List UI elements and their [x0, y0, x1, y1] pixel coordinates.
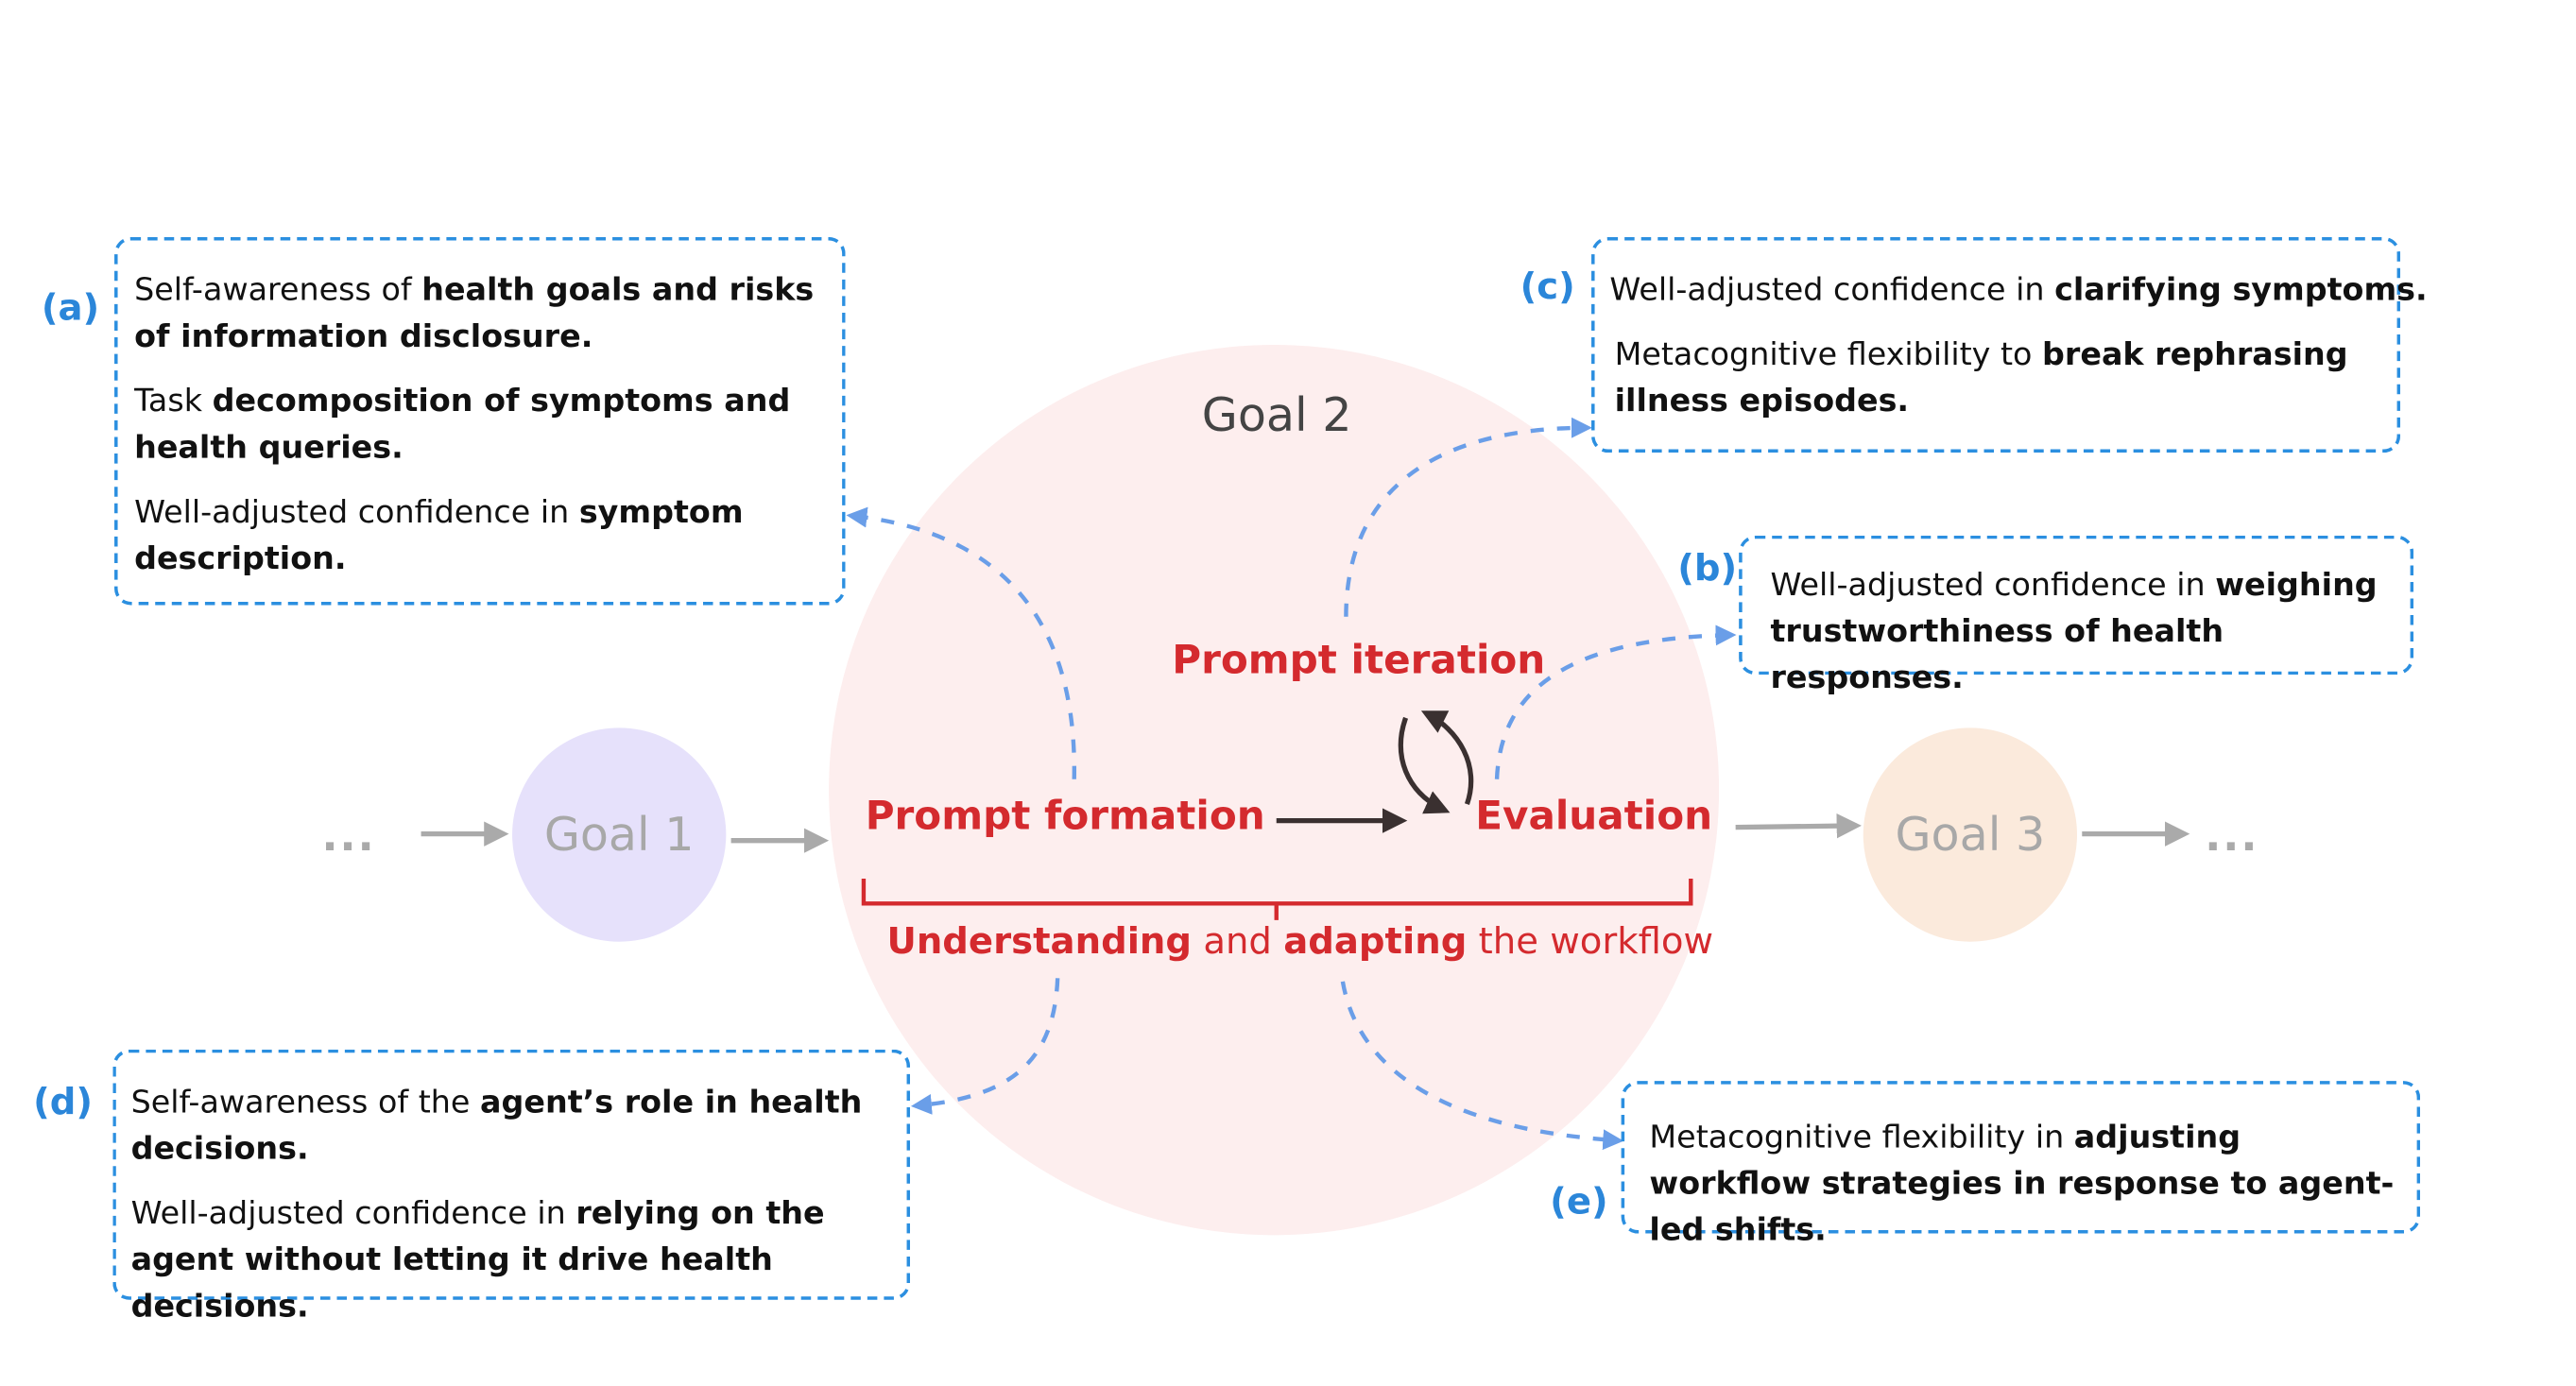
box-b-item: Well-adjusted confidence in weighing tru…: [1770, 567, 2378, 697]
box-e: Metacognitive flexibility in adjusting w…: [1621, 1081, 2421, 1248]
arrow-cycle-down: [1398, 716, 1451, 814]
caption-adapting: adapting: [1283, 921, 1468, 964]
ellipsis-right: ...: [2205, 812, 2259, 863]
caption-and: and: [1192, 921, 1284, 964]
caption-the-workflow: the workflow: [1467, 921, 1714, 964]
label-e: (e): [1550, 1182, 1608, 1224]
goal3-circle: Goal 3: [1863, 727, 2078, 942]
prompt-iteration-label: Prompt iteration: [1172, 636, 1546, 683]
box-d: Self-awareness of the agent’s role in he…: [112, 1049, 911, 1325]
connector-to-e: [1340, 981, 1624, 1151]
connector-to-a: [846, 506, 1076, 779]
box-c: Well-adjusted confidence in clarifying s…: [1591, 236, 2428, 453]
goal2-circle: [829, 344, 1720, 1236]
connector-to-b: [1494, 625, 1737, 779]
label-a: (a): [41, 288, 100, 331]
box-d-item: Self-awareness of the agent’s role in he…: [130, 1084, 863, 1168]
box-d-item: Well-adjusted confidence in relying on t…: [130, 1195, 825, 1326]
box-e-item: Metacognitive flexibility in adjusting w…: [1649, 1119, 2395, 1249]
evaluation-label: Evaluation: [1475, 792, 1713, 839]
connector-to-c: [1344, 417, 1592, 617]
arrow-goal2-to-goal3: [1735, 813, 1862, 839]
ellipsis-left: ...: [321, 812, 376, 863]
goal1-circle: Goal 1: [512, 727, 727, 942]
label-b: (b): [1677, 548, 1738, 590]
arrow-cycle-up: [1420, 710, 1474, 805]
goal3-label: Goal 3: [1895, 807, 2046, 863]
workflow-caption: Understanding and adapting the workflow: [886, 922, 1713, 964]
label-d: (d): [33, 1082, 93, 1124]
box-a-item: Task decomposition of symptoms and healt…: [134, 383, 791, 467]
box-a: Self-awareness of health goals and risks…: [114, 236, 846, 606]
box-a-item: Self-awareness of health goals and risks…: [134, 271, 815, 355]
prompt-formation-label: Prompt formation: [865, 792, 1265, 839]
box-a-item: Well-adjusted confidence in symptom desc…: [134, 493, 744, 577]
goal2-label: Goal 2: [1201, 387, 1352, 443]
box-b: Well-adjusted confidence in weighing tru…: [1739, 535, 2414, 696]
box-c-item: Metacognitive flexibility to break rephr…: [1614, 336, 2348, 419]
connector-to-d: [910, 978, 1060, 1115]
box-c-item: Well-adjusted confidence in clarifying s…: [1609, 271, 2428, 309]
workflow-bracket: [861, 879, 1693, 920]
caption-understanding: Understanding: [886, 921, 1193, 964]
goal1-label: Goal 1: [543, 807, 695, 863]
label-c: (c): [1520, 266, 1575, 309]
